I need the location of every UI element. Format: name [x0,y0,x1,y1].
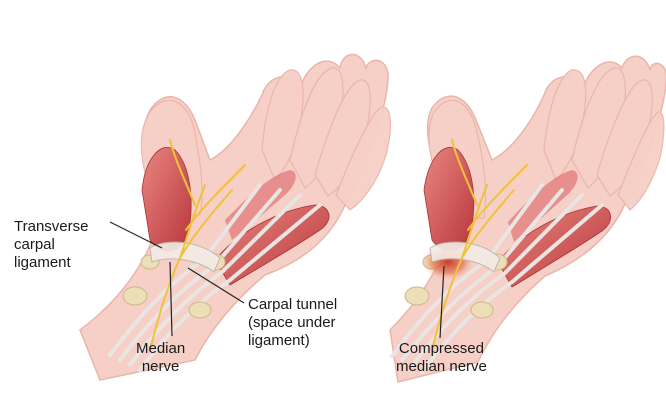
label-compressed-median-nerve: Compressed median nerve [396,340,487,375]
label-transverse-carpal-ligament: Transverse carpal ligament [14,218,89,271]
right-thenar-muscle [423,147,475,252]
normal-wrist-hand [79,53,391,381]
left-finger-little [335,106,391,211]
right-finger-little [617,111,665,211]
right-transverse-carpal-ligament [429,241,501,273]
right-finger-index [543,69,587,182]
left-leader-lines [109,221,245,337]
left-lumbrical-muscle [225,170,296,240]
right-lumbrical-muscle [508,170,578,242]
right-leader-lines [439,265,445,339]
compressed-wrist-hand [389,55,666,383]
left-thenar-muscle [141,147,192,252]
left-transverse-carpal-ligament [149,241,221,273]
left-median-nerve [149,139,246,351]
label-median-nerve: Median nerve [136,340,186,375]
left-finger-index [261,69,304,182]
label-carpal-tunnel: Carpal tunnel (space under ligament) [248,296,338,349]
